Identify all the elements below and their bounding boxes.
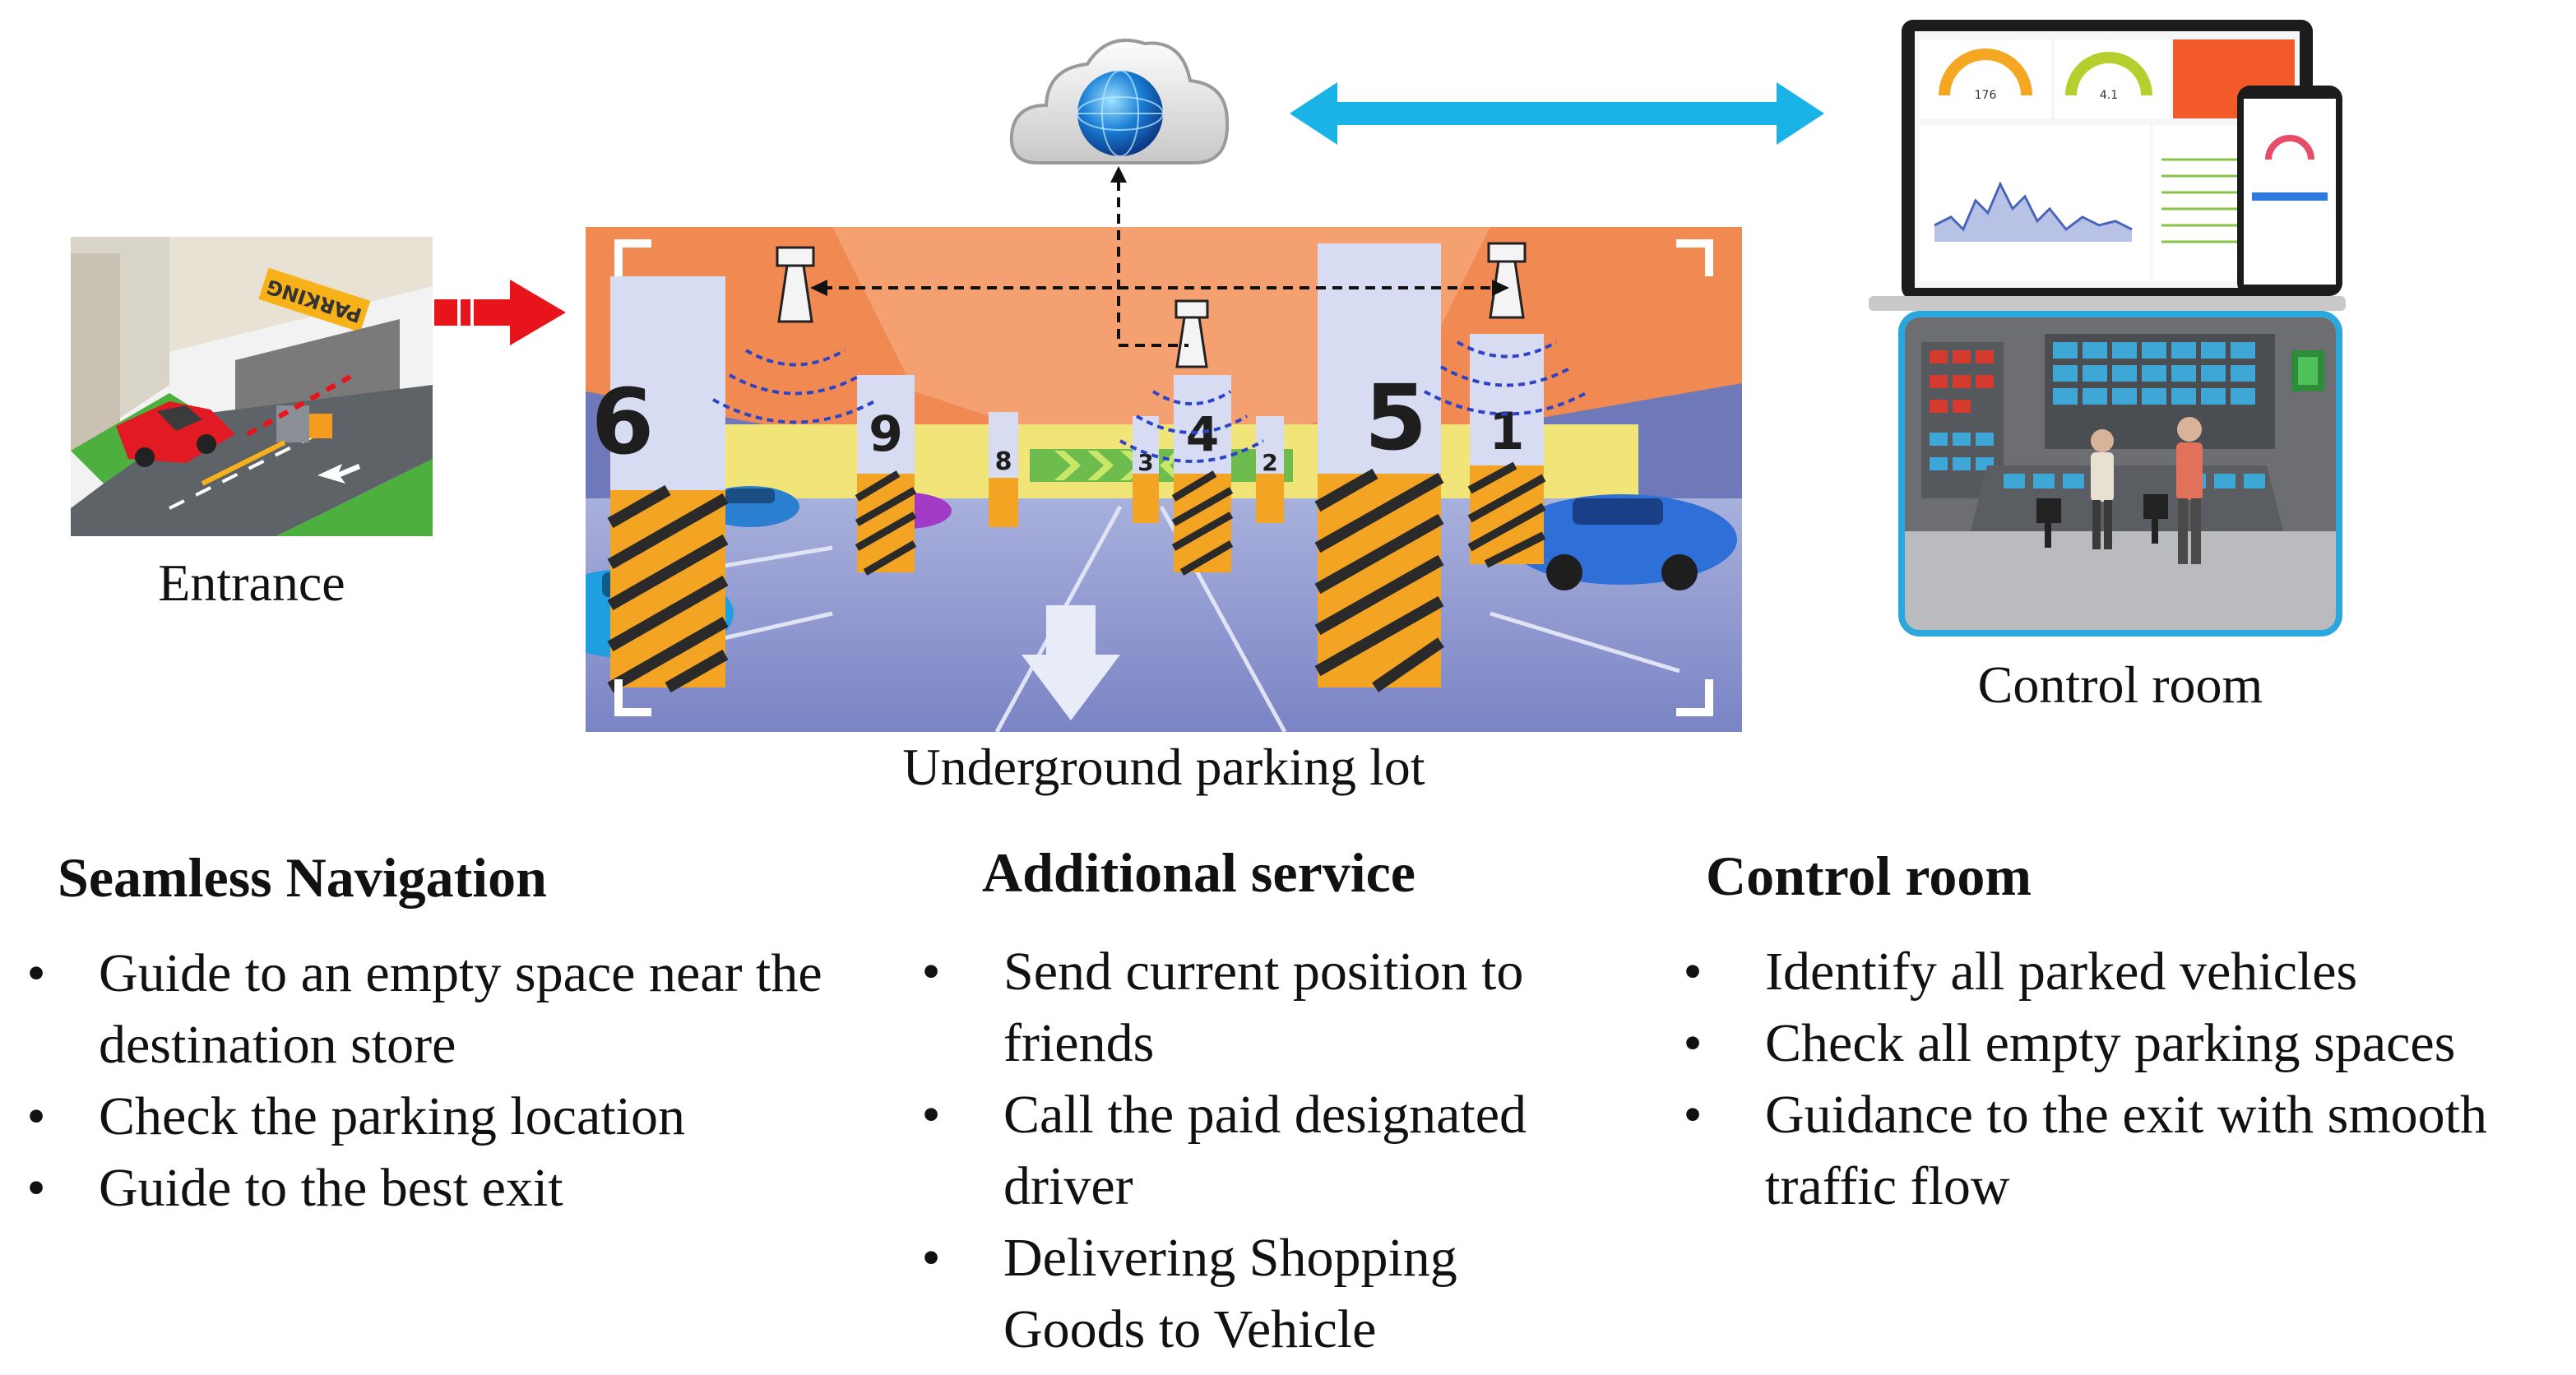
entrance-arrow-icon — [434, 280, 566, 345]
list-item: •Check all empty parking spaces — [1683, 1013, 2456, 1073]
control-room-title: Control room — [1706, 845, 2032, 907]
seamless-navigation-title: Seamless Navigation — [58, 846, 547, 909]
pillar-number-9: 9 — [869, 405, 903, 463]
list-item: •Check the parking location — [26, 1086, 685, 1146]
gauge-2-value: 4.1 — [2100, 89, 2118, 102]
cloud-icon — [1005, 23, 1235, 179]
pillar-number-2: 2 — [1262, 449, 1277, 476]
pillar-number-6: 6 — [591, 369, 655, 475]
sensor-icon — [776, 242, 1527, 368]
sensor-network-lines — [773, 164, 1546, 354]
list-item: •Guide to the best exit — [26, 1158, 563, 1218]
control-room-illustration — [1898, 311, 2342, 637]
parking-lot-illustration: 6 9 8 3 4 2 5 1 — [586, 227, 1742, 732]
parking-lot-caption: Underground parking lot — [902, 738, 1425, 796]
control-room-list: •Identify all parked vehicles •Check all… — [1676, 936, 2573, 1222]
double-arrow-icon — [1290, 81, 1824, 146]
entrance-illustration: PARKING — [71, 237, 433, 536]
pillar-number-3: 3 — [1137, 449, 1153, 476]
entrance-caption: Entrance — [158, 553, 345, 612]
control-room-caption: Control room — [1977, 655, 2263, 714]
dashboard-laptop-illustration: 176 4.1 — [1869, 20, 2346, 316]
additional-service-title: Additional service — [982, 841, 1415, 904]
list-item: •Identify all parked vehicles — [1683, 942, 2358, 1002]
gauge-1-value: 176 — [1975, 89, 1997, 102]
pillar-number-5: 5 — [1364, 365, 1428, 470]
pillar-number-4: 4 — [1186, 406, 1219, 462]
pillar-number-1: 1 — [1489, 401, 1524, 461]
pillar-number-8: 8 — [995, 447, 1012, 476]
